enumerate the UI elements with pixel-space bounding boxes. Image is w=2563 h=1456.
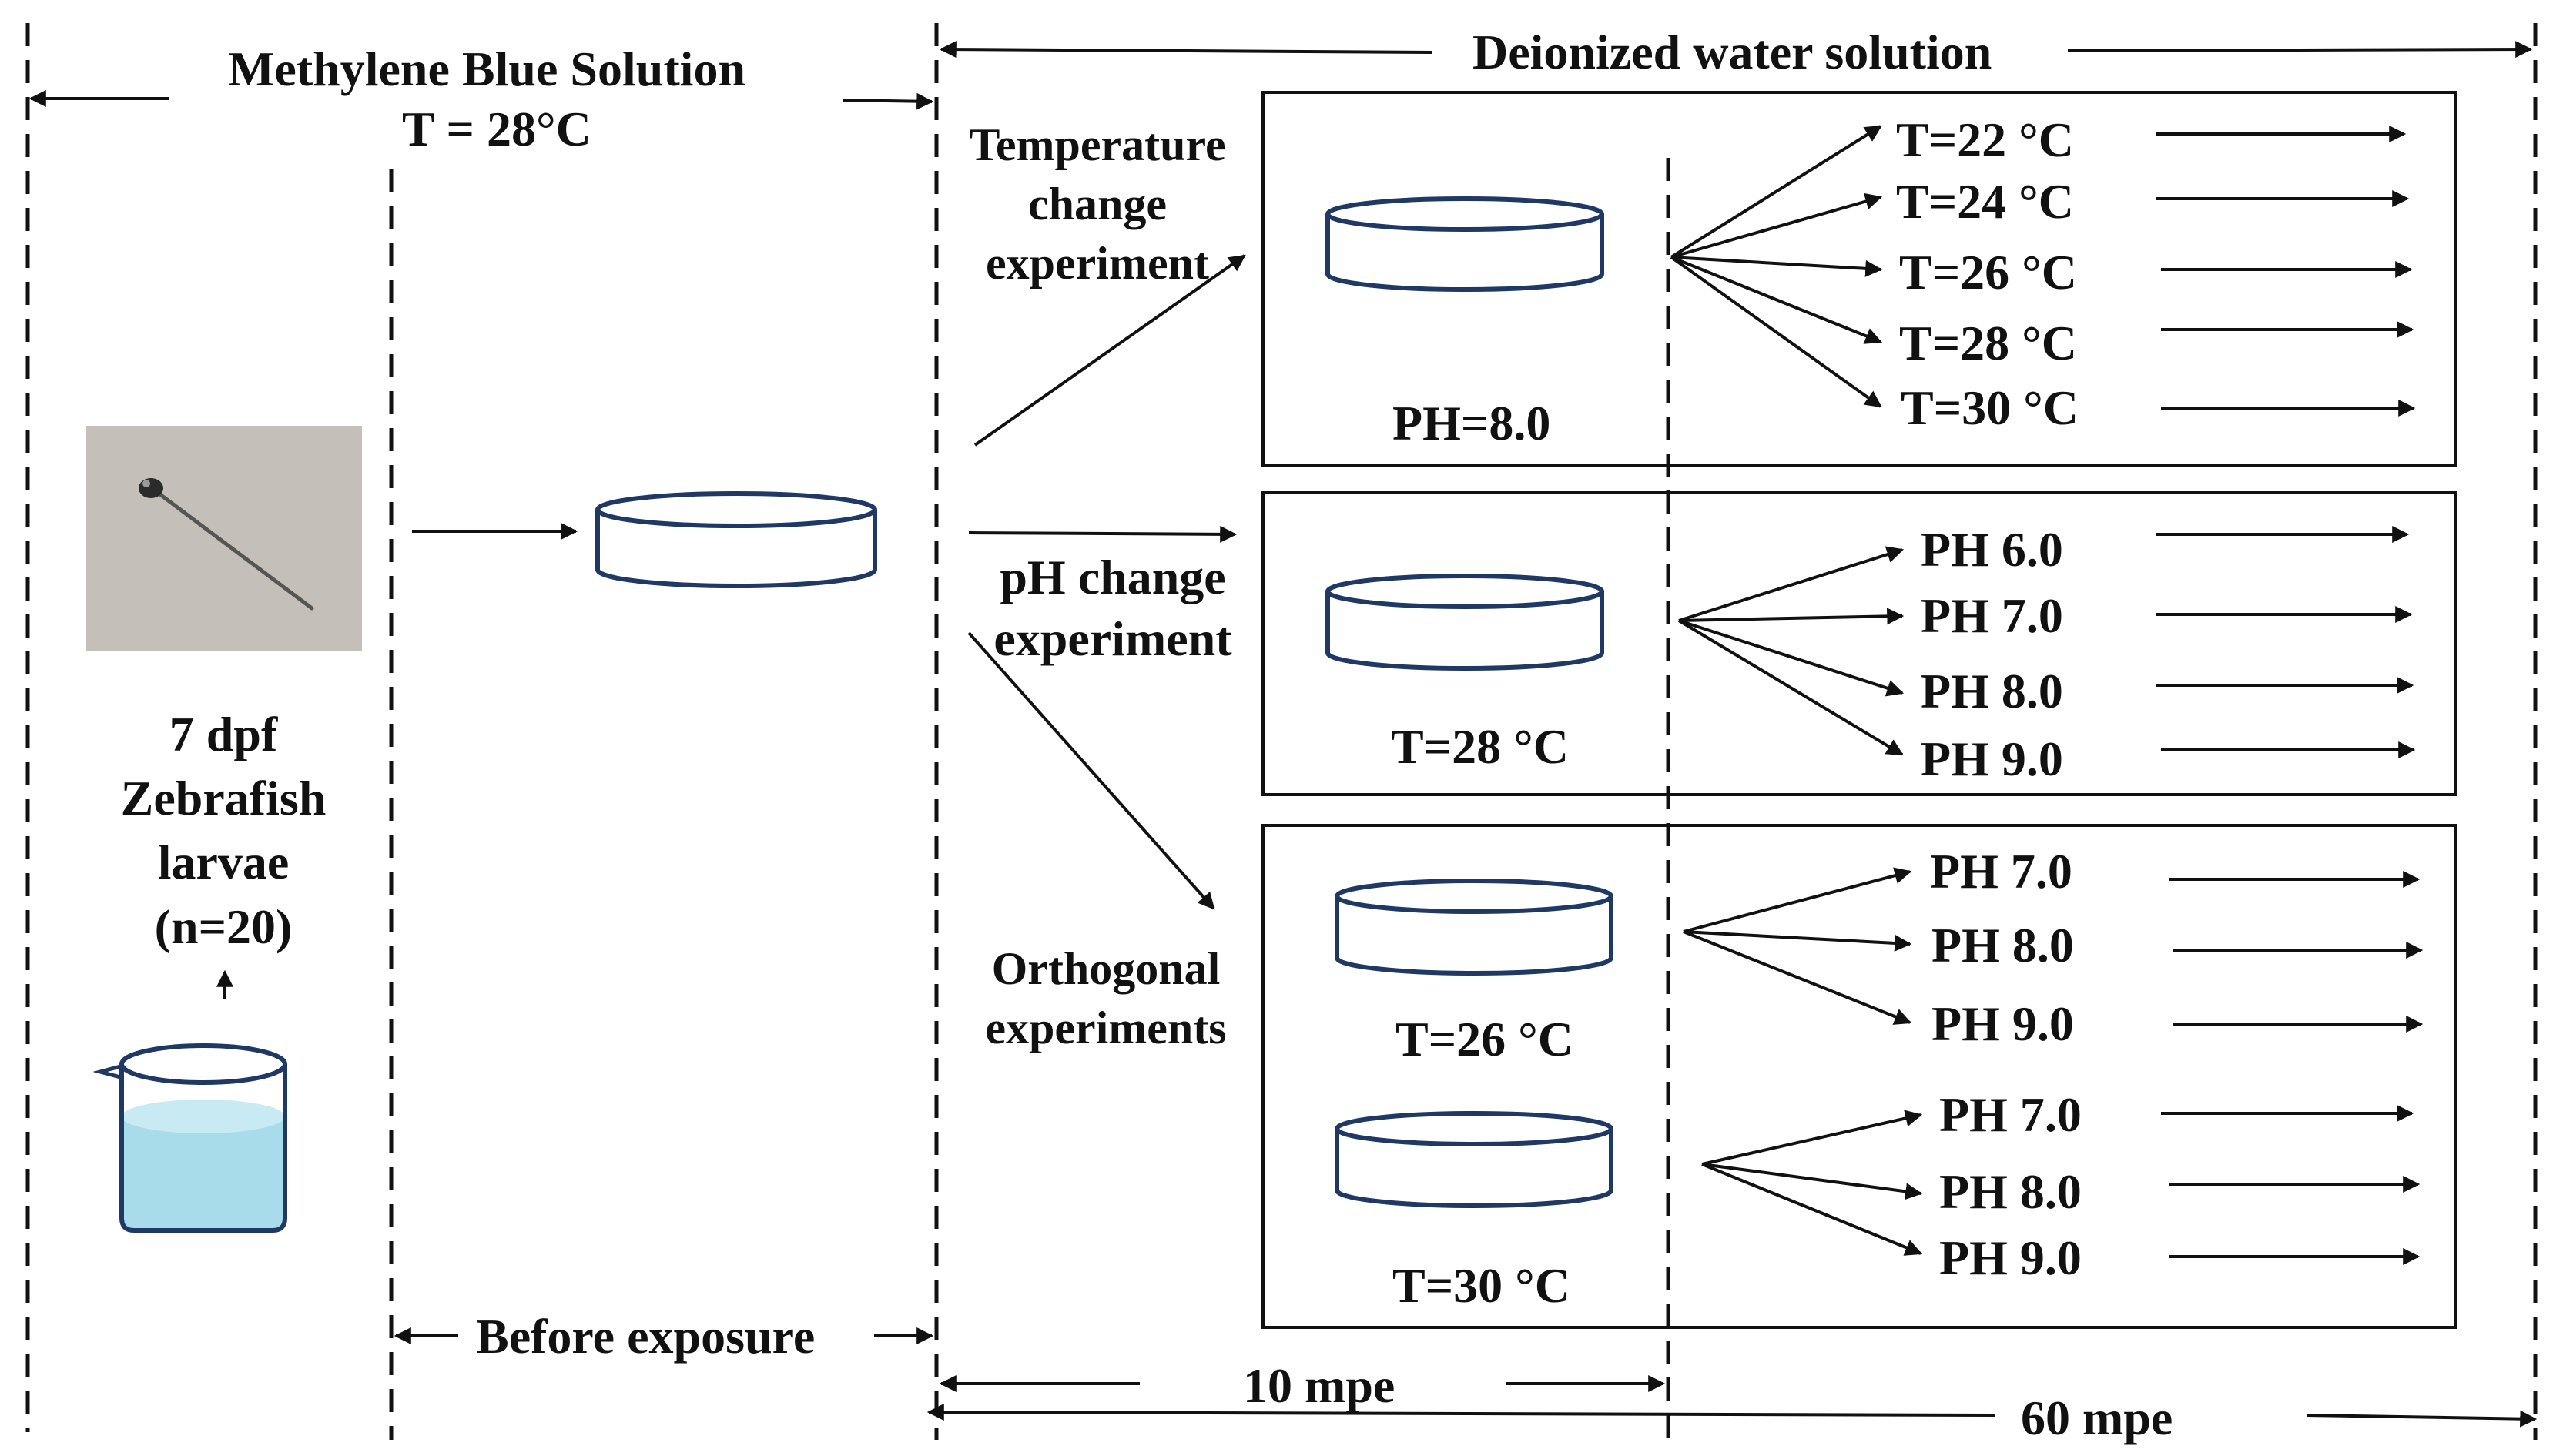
temperature-title-line-3: experiment (986, 237, 1209, 289)
ph-experiment-title: pH change experiment (951, 547, 1275, 670)
ortho26-condition-7: PH 7.0 (1930, 844, 2072, 899)
orthogonal-dish-26-label: T=26 °C (1395, 1012, 1573, 1066)
sixty-mpe-label: 60 mpe (2021, 1391, 2173, 1445)
bottom-span-arrows (394, 1327, 2538, 1428)
zebrafish-larva-photo (86, 426, 362, 651)
condition-output-arrows (2156, 126, 2424, 1265)
orthogonal-fan-26 (1683, 867, 1912, 1025)
ortho30-condition-8: PH 8.0 (1939, 1164, 2082, 1219)
ph-condition-7: PH 7.0 (1921, 588, 2063, 643)
orthogonal-fan-30 (1701, 1110, 1923, 1256)
ph-title-line-2: experiment (993, 611, 1232, 666)
beaker-icon (92, 1043, 287, 1233)
specimen-line-3: larvae (157, 835, 290, 890)
ten-mpe-label: 10 mpe (1243, 1358, 1395, 1413)
temperature-title-line-1: Temperature (969, 119, 1226, 170)
temperature-dish-label: PH=8.0 (1392, 396, 1551, 450)
temp-condition-22: T=22 °C (1896, 112, 2074, 167)
ortho30-condition-7: PH 7.0 (1939, 1087, 2082, 1142)
temp-condition-28: T=28 °C (1899, 316, 2077, 370)
sixty-mpe-left-arrow (926, 1404, 1995, 1421)
specimen-line-4: (n=20) (154, 899, 293, 954)
top-span-arrows (28, 41, 2533, 110)
ph-title-line-1: pH change (1000, 550, 1226, 604)
ph-fan (1677, 546, 1905, 756)
temperature-experiment-title: Temperature change experiment (943, 115, 1251, 293)
ph-dish-label: T=28 °C (1391, 719, 1569, 774)
temperature-dish (1325, 196, 1604, 292)
sixty-mpe-right-arrow (2306, 1410, 2538, 1428)
branch-to-orthogonal-arrow (967, 631, 1215, 910)
orthogonal-experiment-title: Orthogonal experiments (952, 939, 1260, 1058)
ph-condition-9: PH 9.0 (1921, 731, 2063, 786)
methylene-solution-label: Methylene Blue Solution (228, 42, 746, 96)
orthogonal-title-line-2: experiments (985, 1002, 1227, 1053)
orthogonal-experiment-box (1261, 824, 2457, 1329)
branch-to-ph-arrow (968, 525, 1238, 543)
experiment-boxes (1261, 91, 2457, 1329)
before-exposure-label: Before exposure (476, 1309, 816, 1364)
temp-condition-24: T=24 °C (1896, 174, 2074, 229)
specimen-label: 7 dpf Zebrafish larvae (n=20) (85, 702, 362, 959)
branch-to-temperature-arrow (973, 254, 1246, 447)
deionized-span-right-arrow (2067, 41, 2533, 59)
holding-dish (595, 491, 877, 588)
temp-condition-30: T=30 °C (1901, 380, 2079, 435)
temperature-experiment-box (1261, 91, 2457, 467)
specimen-line-1: 7 dpf (169, 707, 278, 761)
phase-separators (25, 23, 2538, 1440)
condition-fan-arrows (1670, 125, 1923, 1256)
ortho26-condition-8: PH 8.0 (1931, 918, 2074, 972)
ph-condition-8: PH 8.0 (1921, 664, 2063, 718)
ph-condition-6: PH 6.0 (1921, 522, 2063, 577)
experiment-branch-arrows (967, 254, 1246, 910)
methylene-span-right-arrow (843, 92, 934, 110)
temperature-fan (1670, 125, 1883, 408)
ortho26-condition-9: PH 9.0 (1931, 996, 2074, 1051)
ph-experiment-box (1261, 491, 2457, 796)
orthogonal-dish-30 (1335, 1111, 1613, 1208)
temp-condition-26: T=26 °C (1899, 245, 2077, 300)
temperature-title-line-2: change (1028, 178, 1167, 229)
orthogonal-dish-30-label: T=30 °C (1392, 1258, 1570, 1313)
ph-dish (1325, 574, 1604, 671)
deionized-span-left-arrow (939, 41, 1433, 59)
methylene-temp-label: T = 28°C (402, 102, 591, 156)
petri-dishes (595, 196, 1613, 1208)
orthogonal-dish-26 (1335, 879, 1613, 976)
orthogonal-title-line-1: Orthogonal (991, 943, 1221, 994)
ortho30-condition-9: PH 9.0 (1939, 1230, 2082, 1285)
specimen-line-2: Zebrafish (120, 771, 327, 826)
deionized-water-label: Deionized water solution (1472, 25, 1992, 79)
